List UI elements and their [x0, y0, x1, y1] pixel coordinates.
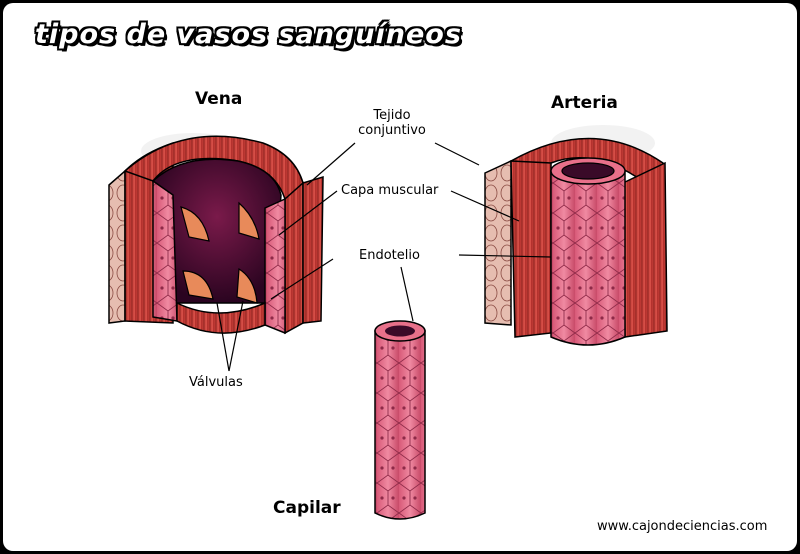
label-endotelio: Endotelio: [359, 248, 420, 263]
illustration: [3, 3, 797, 551]
arteria-vessel: [485, 125, 667, 345]
label-tejido-line2: conjuntivo: [347, 123, 437, 138]
capilar-vessel: [375, 321, 425, 519]
label-vena: Vena: [195, 89, 242, 109]
label-valvulas: Válvulas: [189, 375, 243, 390]
label-capilar: Capilar: [273, 498, 341, 518]
label-tejido-line1: Tejido: [347, 108, 437, 123]
diagram-frame: tipos de vasos sanguíneos Vena Arteria C…: [3, 3, 797, 551]
vena-vessel: [109, 133, 323, 333]
label-tejido-conjuntivo: Tejido conjuntivo: [347, 108, 437, 138]
label-capa-muscular: Capa muscular: [341, 183, 438, 198]
diagram-title: tipos de vasos sanguíneos: [35, 19, 462, 50]
label-arteria: Arteria: [551, 93, 618, 113]
watermark-url: www.cajondeciencias.com: [597, 519, 767, 534]
